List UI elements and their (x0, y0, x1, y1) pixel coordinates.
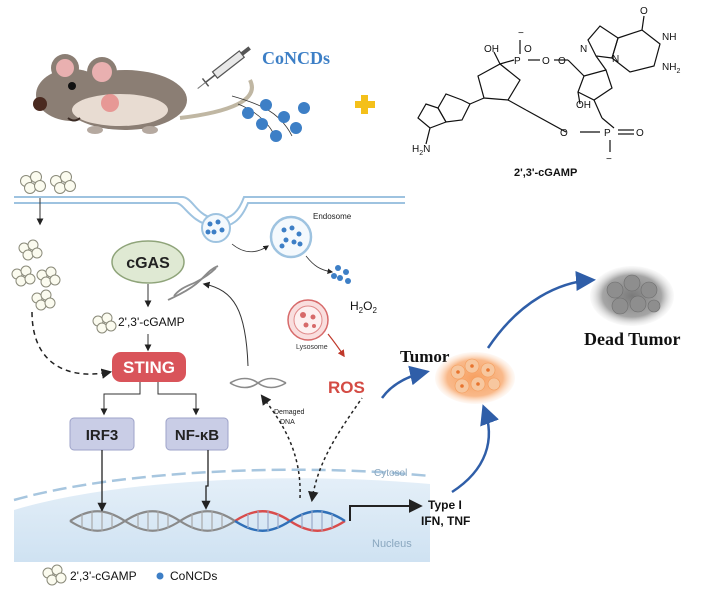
chem-label-o4: O (636, 128, 644, 139)
chem-label-p1: P (514, 56, 521, 67)
chem-label-oh1: OH (576, 100, 591, 111)
h2o2-label: H2O2 (350, 299, 377, 315)
sting-node (112, 352, 186, 382)
cgamp-molecules-outside (20, 171, 76, 194)
ros-label: ROS (328, 378, 365, 397)
concds-particles-cluster (242, 99, 310, 142)
chem-label-o-minus2: − (606, 154, 612, 165)
tumor-to-dead-arrow (486, 271, 596, 349)
nuclear-dna-colored (234, 510, 346, 532)
chem-label-o-minus: − (518, 28, 524, 39)
chem-label-o2: O (558, 56, 566, 67)
concds-title: CoNCDs (262, 48, 330, 68)
legend-concds-label: CoNCDs (170, 569, 217, 583)
nuclear-dna-colored-rungs (247, 511, 333, 531)
damaged-dna-label-2: DNA (280, 419, 295, 426)
syringe-icon (197, 46, 251, 89)
chem-label-o1: O (542, 56, 550, 67)
nucleus-label: Nucleus (372, 538, 412, 550)
cytosolic-dna (167, 265, 219, 301)
chem-label-nh2: NH2 (662, 62, 680, 75)
cgamp-chemical-labels: − P O O O O NH NH2 N N OH OH O P O − H2N (412, 6, 680, 165)
legend-concds-dot (156, 572, 164, 580)
sting-label: STING (123, 358, 175, 377)
chem-label-n1: N (580, 44, 587, 55)
chem-label-o3: O (560, 128, 568, 139)
cgas-node (111, 240, 185, 284)
endosome (269, 215, 313, 259)
chem-label-o-top: O (640, 6, 648, 17)
legend-cgamp-icon (42, 564, 67, 586)
damaged-dna (229, 377, 287, 389)
released-concds (331, 265, 351, 284)
transcription-arrow (349, 499, 423, 521)
chem-label-p2: P (604, 128, 611, 139)
nfkb-label: NF-κB (175, 427, 219, 444)
irf3-label: IRF3 (86, 427, 119, 444)
ros-to-tumor-arrow (380, 365, 430, 399)
mouse-icon (33, 54, 254, 134)
dead-tumor-label: Dead Tumor (584, 329, 681, 349)
chem-label-h2n: H2N (412, 144, 430, 157)
lysosome (287, 299, 329, 341)
endosome-label: Endosome (313, 212, 352, 221)
chem-label-nh: NH (662, 32, 676, 43)
cgamp-structure-caption: 2',3'-cGAMP (514, 167, 577, 179)
cytosol-label: Cytosol (374, 468, 407, 479)
damaged-dna-label-1: Demaged (274, 409, 304, 416)
type1-to-tumor-arrow (451, 404, 499, 494)
dead-tumor (590, 266, 674, 326)
lysosome-label: Lysosome (296, 344, 328, 351)
nuclear-envelope (13, 468, 431, 502)
legend-cgamp-label: 2',3'-cGAMP (70, 569, 137, 583)
chem-label-n2: N (612, 54, 619, 65)
nuclear-dna-gray-rungs (81, 511, 223, 531)
cgamp-pathway-icon (92, 312, 117, 334)
type1-label-line1: Type I (428, 498, 462, 512)
cgamp-pathway-label: 2',3'-cGAMP (118, 315, 185, 329)
type1-label-line2: IFN, TNF (421, 514, 470, 528)
plus-icon (355, 95, 375, 114)
cgamp-to-sting-dashed-arrow (31, 311, 113, 379)
tumor (435, 352, 515, 404)
chem-label-oh2: OH (484, 44, 499, 55)
cgas-label: cGAS (126, 255, 170, 272)
cgamp-chemical-structure (417, 15, 661, 152)
endocytosis-vesicle (201, 213, 231, 243)
cgamp-molecules-inside (11, 239, 61, 311)
chem-label-o-eq: O (524, 44, 532, 55)
tumor-label: Tumor (400, 347, 450, 366)
nfkb-node (165, 417, 229, 451)
